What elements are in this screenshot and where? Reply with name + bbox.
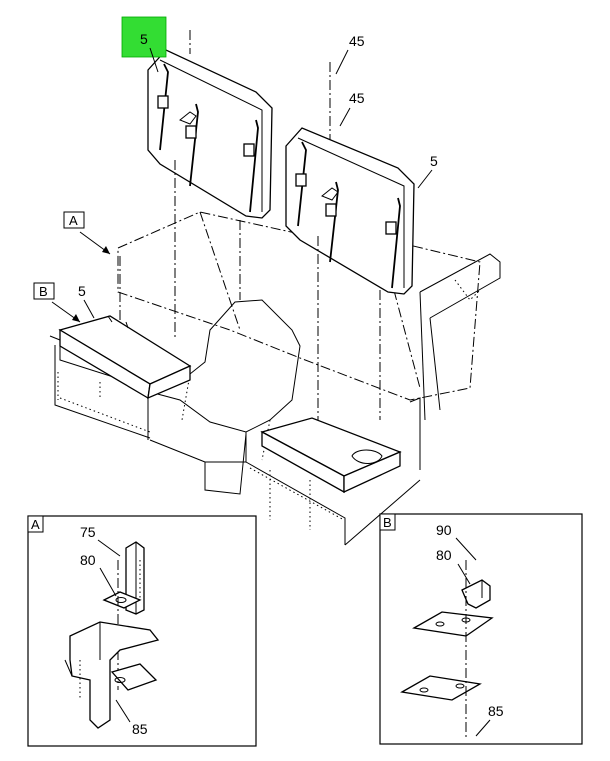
detail-b-callout-90[interactable]: 90 (436, 522, 452, 538)
detail-a-callout-80[interactable]: 80 (80, 552, 96, 568)
view-b-box (33, 282, 55, 300)
seat-cushion-right (260, 417, 402, 494)
detail-b-panel: B 90 80 85 (379, 513, 583, 745)
detail-a-label-box (27, 515, 44, 533)
callout-view-a[interactable]: A (69, 213, 78, 228)
detail-a-label: A (31, 517, 40, 532)
detail-b-label: B (383, 515, 392, 530)
seat-box (49, 299, 421, 546)
detail-b-frame (379, 513, 583, 745)
highlight-box (121, 16, 167, 58)
seat-back-left (147, 49, 273, 219)
callout-highlight[interactable]: 5 (121, 16, 167, 58)
seat-cushion-left (58, 315, 192, 400)
detail-b-callout-85[interactable]: 85 (488, 703, 504, 719)
detail-b-callout-80[interactable]: 80 (436, 547, 452, 563)
callout-latch-top[interactable]: 45 (349, 33, 365, 49)
detail-a-callout-75[interactable]: 75 (80, 524, 96, 540)
seat-back-right (285, 127, 415, 295)
callout-view-b[interactable]: B (39, 284, 48, 299)
callout-seat-back-right[interactable]: 5 (430, 153, 438, 169)
callout-seat-back-left: 5 (140, 31, 148, 47)
detail-a-callout-85[interactable]: 85 (132, 721, 148, 737)
callout-seat-cushion[interactable]: 5 (78, 283, 86, 299)
detail-b-label-box (379, 513, 396, 531)
view-a-box (63, 211, 85, 229)
mounting-centerlines (119, 30, 381, 420)
callout-latch-mid[interactable]: 45 (349, 90, 365, 106)
side-rail-bracket (409, 253, 501, 470)
detail-a-panel: A 75 80 85 (27, 515, 257, 747)
